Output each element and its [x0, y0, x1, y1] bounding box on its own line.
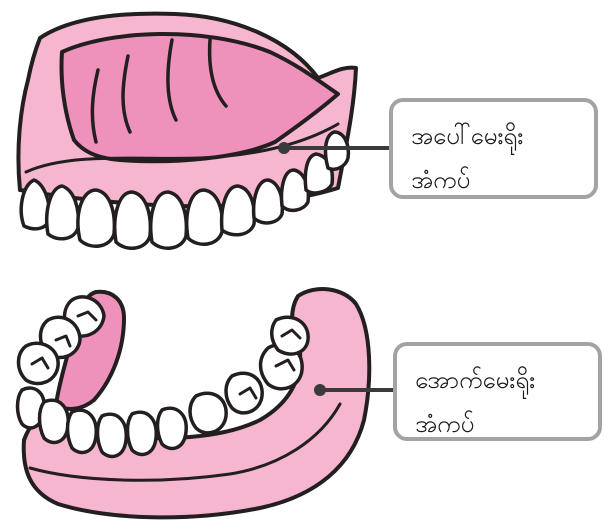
upper-tooth [326, 132, 349, 169]
lower-tooth [98, 414, 127, 456]
lower-molar [272, 317, 308, 354]
lower-denture-label: အောက်မေးရိုး အံကပ် [393, 342, 602, 441]
lower-label-line1: အောက်မေးရိုး [415, 358, 582, 402]
upper-label-line1: အပေါ်မေးရိုး [411, 114, 578, 158]
upper-tooth [254, 180, 283, 223]
upper-tooth [187, 190, 223, 244]
upper-denture-label: အပေါ်မေးရိုး အံကပ် [389, 98, 598, 199]
upper-tooth [78, 190, 114, 246]
lower-label-line2: အံကပ် [415, 402, 582, 446]
lower-pointer-dot [314, 384, 326, 396]
upper-pointer-dot [278, 142, 290, 154]
lower-premolar [190, 393, 226, 433]
lower-tooth [40, 400, 69, 442]
upper-tooth [222, 186, 255, 235]
lower-denture [18, 289, 370, 517]
lower-tooth [158, 408, 187, 448]
upper-tooth [151, 192, 187, 248]
lower-tooth [128, 412, 157, 454]
upper-denture [18, 14, 356, 249]
upper-tooth [47, 186, 79, 239]
lower-tooth [68, 410, 97, 452]
upper-tooth [115, 192, 151, 248]
upper-label-line2: အံကပ် [411, 158, 578, 202]
lower-molar [19, 343, 59, 383]
